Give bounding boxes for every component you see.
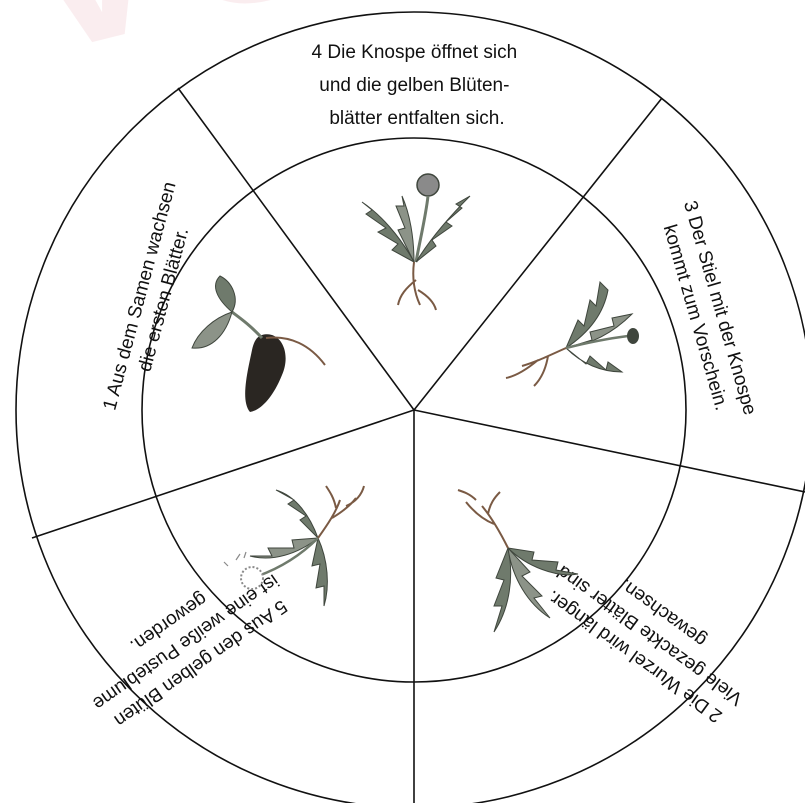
- bud-stem: [565, 334, 629, 350]
- jagged-leaf: [493, 546, 512, 633]
- jagged-leaf: [275, 489, 319, 539]
- divider-line: [413, 97, 663, 411]
- segment-3-text: 3 Der Stiel mit der Knospe kommt zum Vor…: [654, 198, 762, 429]
- jagged-leaf: [249, 537, 320, 559]
- flower-stem: [414, 195, 430, 263]
- segment-1-text: 1 Aus dem Samen wachsen die ersten Blätt…: [99, 175, 205, 419]
- root-tip: [265, 336, 326, 366]
- flying-seeds: [223, 551, 247, 567]
- flower-head: [416, 173, 440, 197]
- jagged-leaf: [565, 347, 624, 373]
- divider-line: [177, 87, 415, 411]
- seed-leaf: [191, 311, 233, 349]
- root: [457, 489, 509, 549]
- divider-line: [413, 409, 805, 493]
- dandelion-leaves-root-icon: [457, 489, 579, 633]
- segment-4-line: 4 Die Knospe öffnet sich: [312, 42, 518, 63]
- jagged-leaf: [564, 280, 609, 350]
- dandelion-with-bud-icon: [505, 280, 639, 387]
- seed-leaf: [215, 275, 236, 313]
- jagged-leaf: [415, 195, 471, 263]
- bud: [627, 328, 639, 344]
- jagged-leaf: [395, 195, 415, 263]
- puffball: [240, 566, 264, 590]
- dandelion-with-flower-icon: [361, 173, 471, 311]
- divider-line: [31, 409, 415, 539]
- segment-5-line: ist eine weiße Pusteblume: [89, 569, 283, 713]
- segment-2-line: Viele gezackte Blätter sind: [554, 561, 747, 709]
- seed-body: [245, 334, 286, 412]
- segment-4-text: 4 Die Knospe öffnet sich und die gelben …: [312, 42, 523, 129]
- dandelion-with-puffball-icon: [223, 485, 365, 607]
- segment-5-text: 5 Aus den gelben Blüten ist eine weiße P…: [69, 548, 297, 738]
- root: [317, 485, 365, 539]
- segment-4-line: und die gelben Blüten-: [319, 75, 509, 96]
- wheel-outline: [15, 11, 805, 803]
- jagged-leaf: [506, 547, 579, 576]
- outer-ring: [15, 11, 805, 803]
- jagged-leaf: [507, 546, 551, 619]
- jagged-leaf: [311, 536, 328, 607]
- root: [505, 347, 567, 387]
- segment-4-line: blätter entfalten sich.: [329, 108, 504, 129]
- segment-2-line: 2 Die Wurzel wird länger.: [543, 586, 726, 727]
- root: [397, 261, 437, 311]
- seedling-stem: [231, 310, 264, 340]
- seedling-with-seed-icon: [191, 275, 326, 412]
- puffball-stem: [257, 537, 319, 578]
- jagged-leaf: [361, 201, 416, 264]
